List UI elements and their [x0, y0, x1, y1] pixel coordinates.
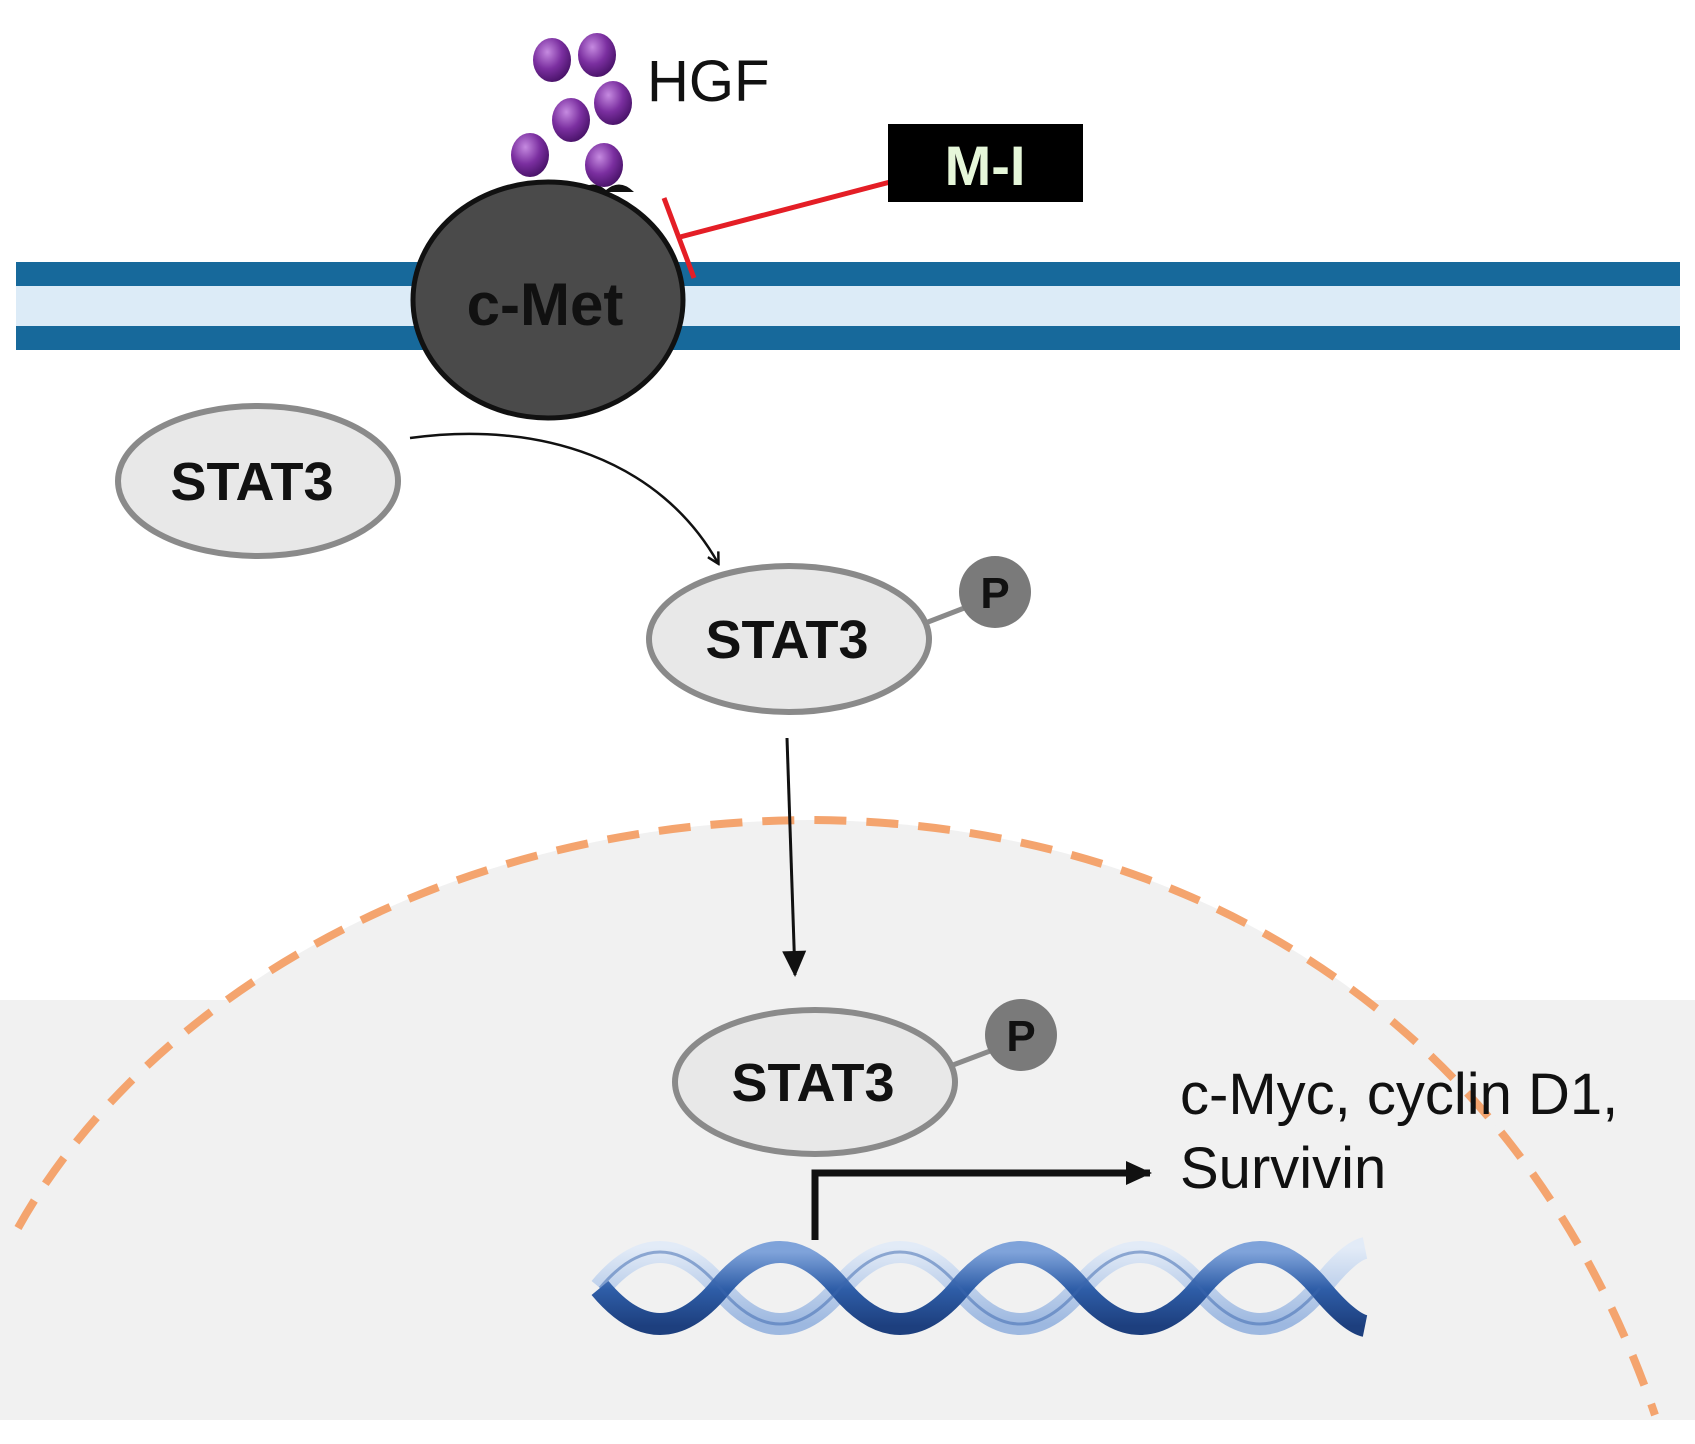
target-genes: c-Myc, cyclin D1, Survivin [1180, 1062, 1618, 1201]
membrane-inner-layer [16, 326, 1680, 350]
inhibition-line [679, 179, 891, 240]
stat3-label: STAT3 [705, 610, 868, 670]
hgf-molecule [533, 38, 571, 82]
hgf-molecule [552, 98, 590, 142]
stat3-body [672, 1007, 958, 1157]
stat3-label: STAT3 [170, 452, 333, 512]
receptor-label: c-Met [467, 271, 624, 338]
membrane-outer-layer [16, 262, 1680, 286]
receptor-body [410, 179, 686, 421]
inhibition-bar [661, 197, 697, 279]
phospho-group [959, 556, 1031, 628]
nuclear-envelope [14, 815, 1659, 1417]
stat3-nuclear: P STAT3 [672, 999, 1057, 1157]
transcription-arrow [811, 1161, 1152, 1240]
hgf-molecule [585, 143, 623, 187]
phosphorylation-arrow [409, 432, 718, 563]
stat3-body [115, 403, 401, 559]
stat3-body [646, 563, 932, 715]
bottom-white-band [0, 1420, 1695, 1444]
inhibitor-box [888, 124, 1083, 202]
m-i-inhibitor: M-I [661, 124, 1083, 279]
phospho-label: P [1006, 1012, 1035, 1061]
stat3-phosphorylated: P STAT3 [646, 556, 1031, 715]
phospho-label: P [980, 569, 1009, 618]
stat3-label: STAT3 [731, 1053, 894, 1113]
stat3-cytoplasm: STAT3 [115, 403, 401, 559]
target-genes-line-1: c-Myc, cyclin D1, [1180, 1062, 1618, 1127]
dna-strand-front [591, 1241, 1369, 1337]
phospho-group [985, 999, 1057, 1071]
target-genes-line-2: Survivin [1180, 1136, 1386, 1201]
cell-membrane [16, 262, 1680, 350]
hgf-label: HGF [647, 49, 769, 114]
c-met-receptor: c-Met [410, 179, 686, 421]
hgf-ligand-cluster: HGF [511, 33, 769, 187]
hgf-molecule [511, 133, 549, 177]
hgf-molecule [578, 33, 616, 77]
inhibitor-label: M-I [945, 134, 1026, 197]
membrane-interior [16, 286, 1680, 326]
nuclear-translocation-arrow [782, 737, 807, 977]
hgf-molecule [594, 81, 632, 125]
dna-helix [591, 1237, 1369, 1337]
dna-strand-back-edge [598, 1250, 1322, 1326]
